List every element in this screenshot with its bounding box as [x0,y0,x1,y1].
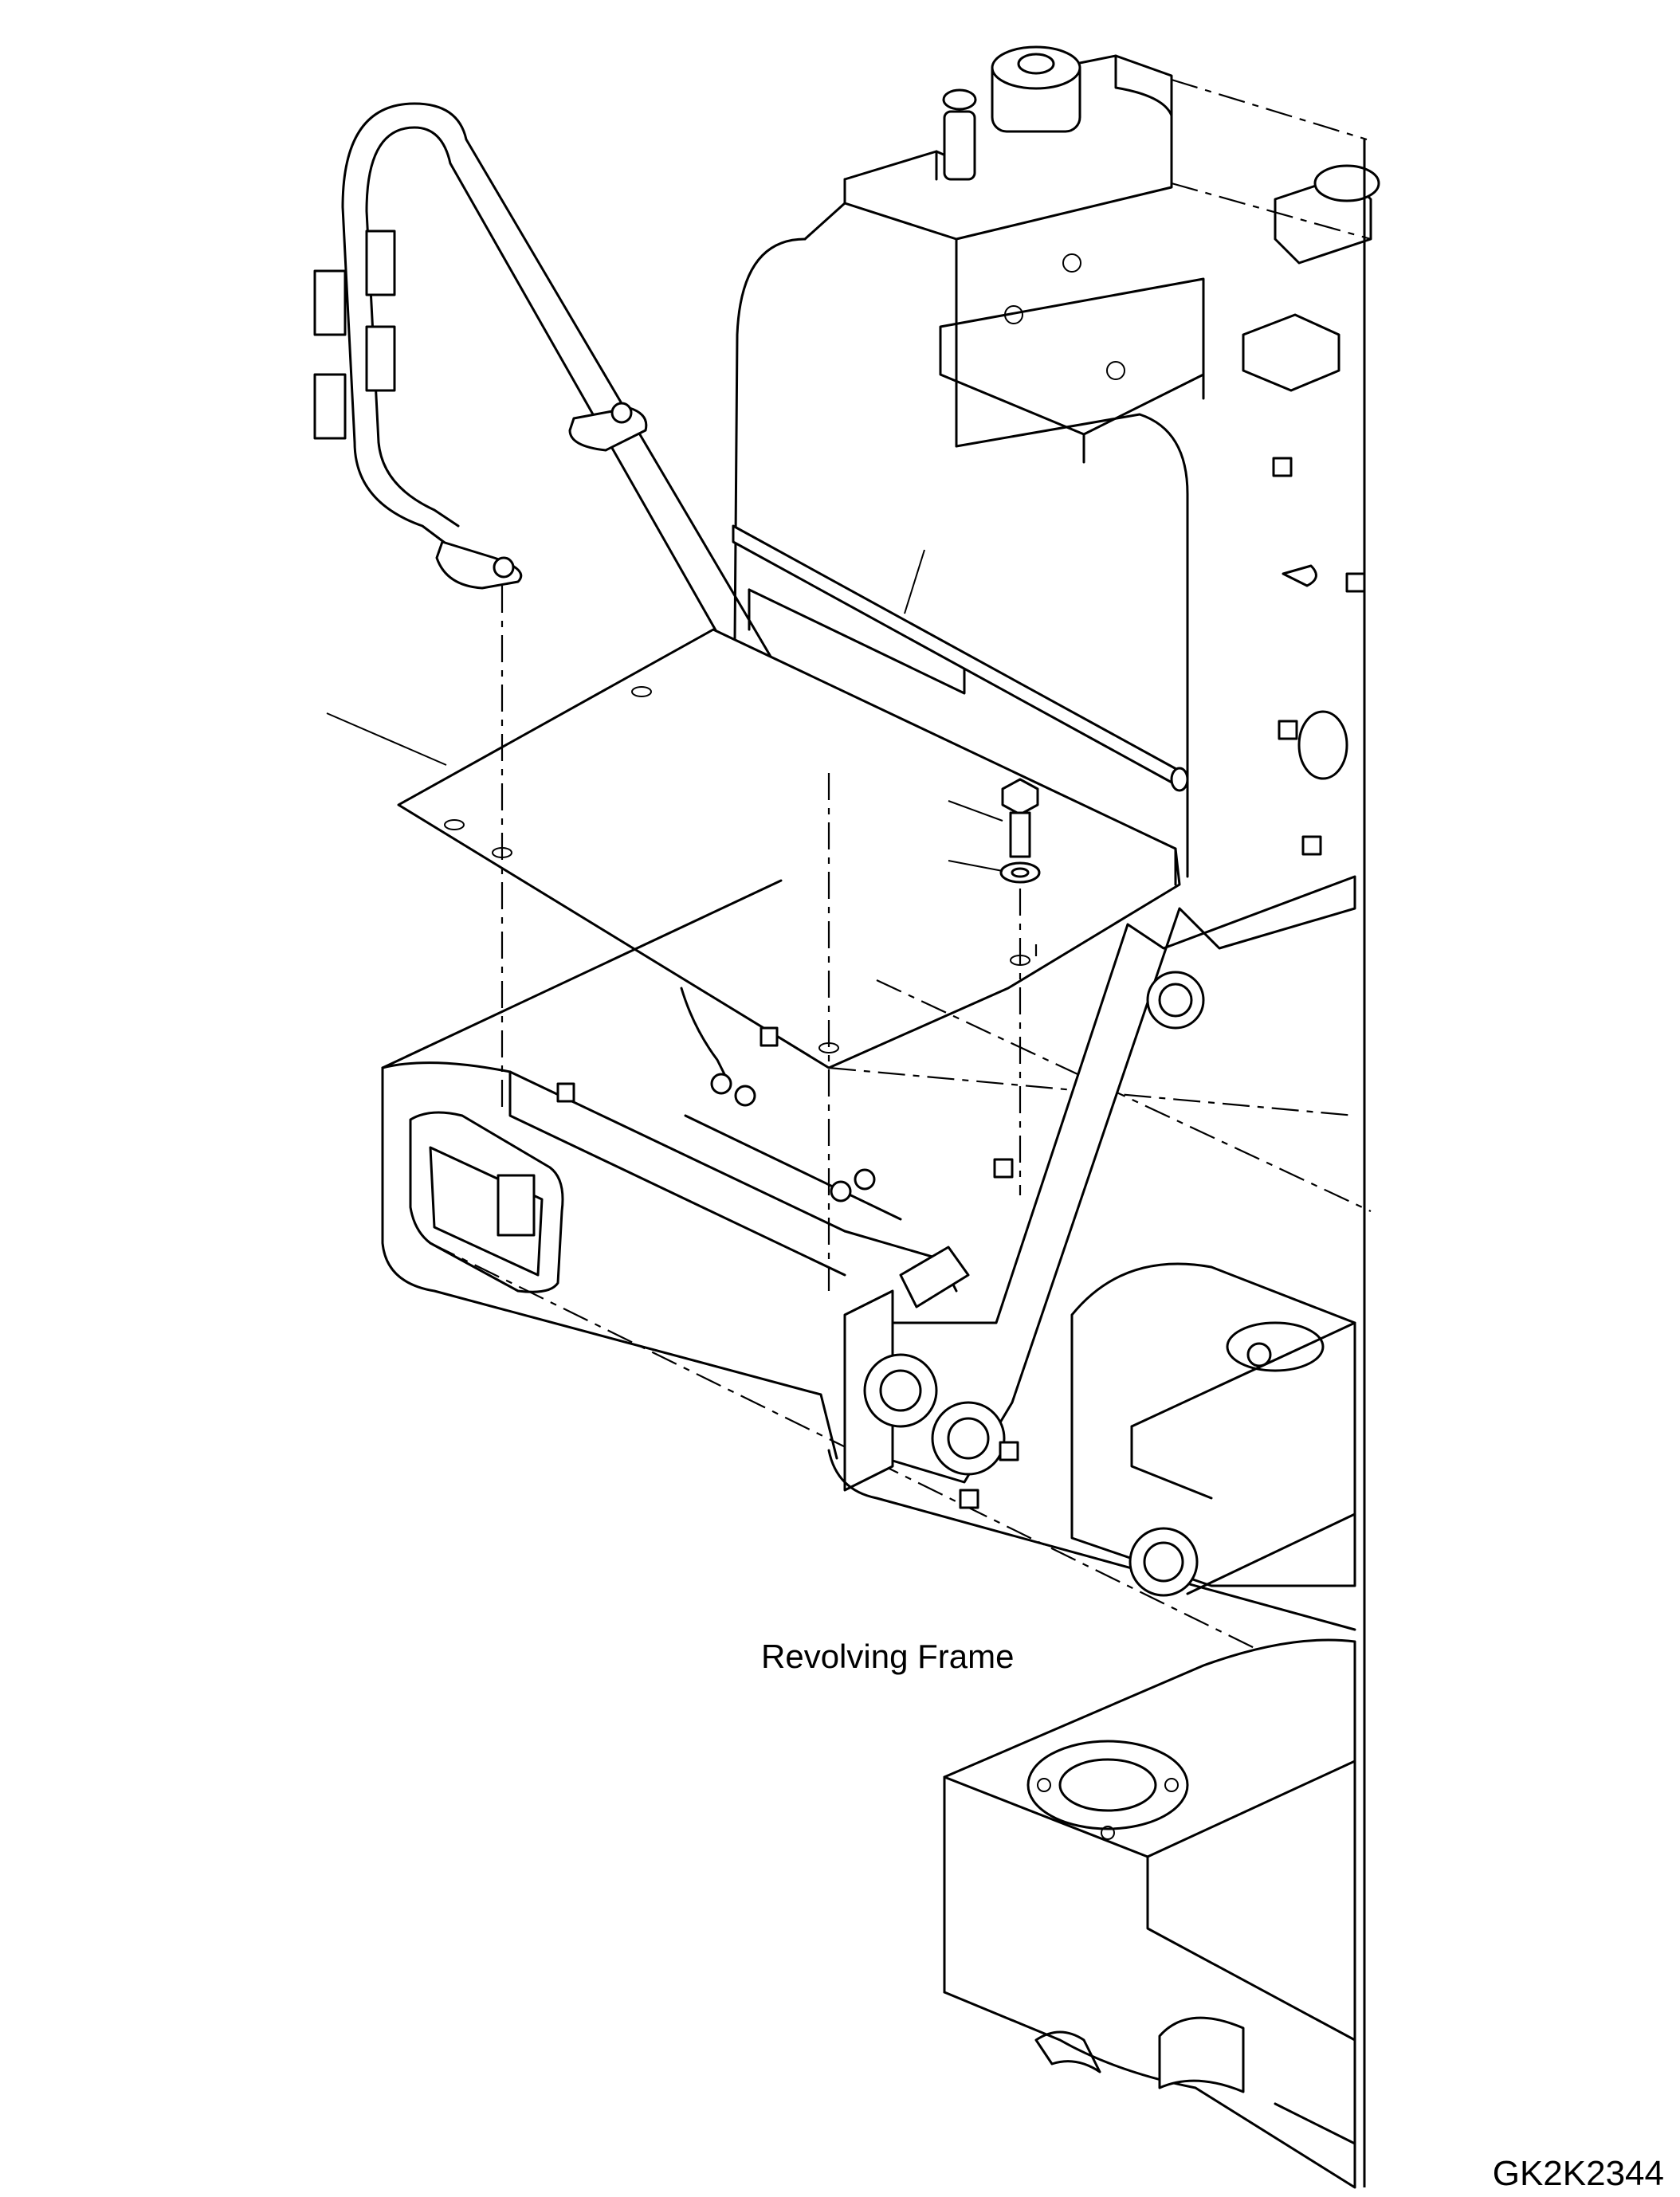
revolving-frame-label: Revolving Frame [761,1638,1014,1675]
boom-bracket [827,875,1356,1631]
hydraulic-tank-assembly [732,45,1380,878]
assembly-lines [500,586,1038,1291]
figure-id: GK2K2344 [1493,2154,1664,2193]
cover-plate [397,628,1181,1069]
washer [999,861,1041,884]
bolt [1001,778,1039,858]
swing-circle-frame [1070,1262,1356,1597]
lower-frame [943,1638,1356,2189]
rubber-bar [732,524,1189,792]
leader-lines [326,549,1003,872]
